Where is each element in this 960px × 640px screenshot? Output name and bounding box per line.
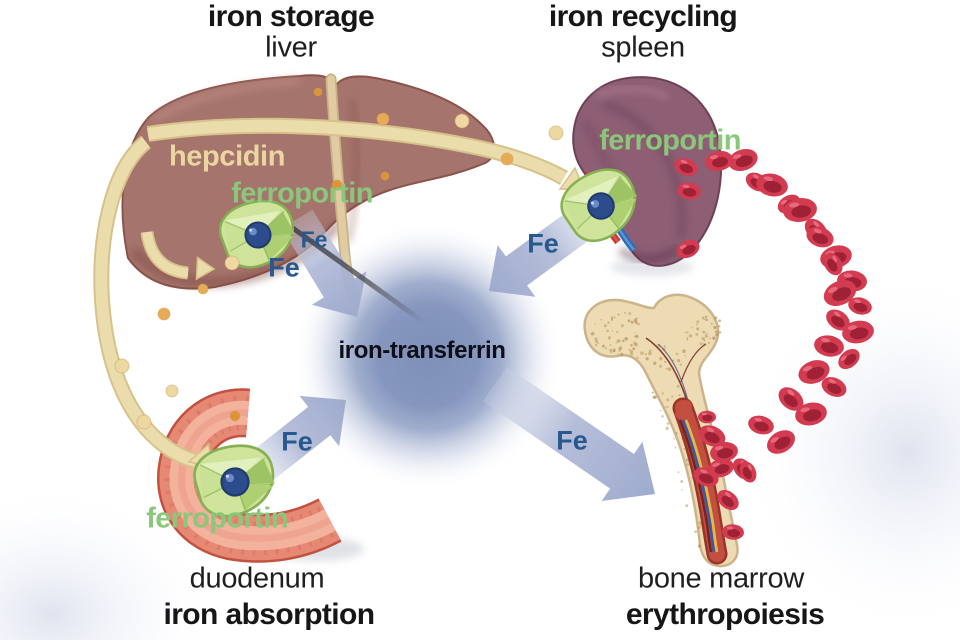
hepcidin-molecule-dot	[197, 283, 209, 295]
red-blood-cell	[756, 173, 788, 197]
section-title-erythropoiesis: erythropoiesis	[625, 598, 825, 631]
ferroportin-label-duodenum: ferroportin	[146, 502, 288, 535]
hepcidin-molecule-dot	[313, 87, 323, 97]
fe-label-duodenum: Fe	[281, 426, 313, 457]
hepcidin-molecule-dot	[165, 384, 179, 398]
hepcidin-molecule-dot	[548, 125, 564, 141]
red-blood-cell	[710, 442, 738, 462]
hepcidin-molecule-dot	[380, 171, 390, 181]
red-blood-cell	[717, 489, 739, 511]
marrow-canal	[672, 397, 728, 565]
duodenum-illustration	[157, 388, 342, 563]
hepcidin-molecule-dot	[114, 358, 130, 374]
red-blood-cell	[806, 226, 834, 248]
red-blood-cell	[698, 410, 716, 424]
hepcidin-molecule-dot	[157, 307, 171, 321]
hepcidin-molecule-dot	[331, 179, 343, 191]
fe-label-liver-uptake: Fe	[300, 226, 328, 253]
hepcidin-molecule-dot	[376, 112, 390, 126]
hepcidin-arrow-liver-release	[140, 230, 216, 281]
hepcidin-molecule-dot	[229, 410, 241, 422]
fe-arrow	[483, 366, 655, 501]
section-title-iron-absorption: iron absorption	[163, 598, 376, 631]
red-blood-cell	[783, 197, 817, 223]
red-blood-cell	[814, 335, 844, 357]
red-blood-cell	[705, 150, 733, 172]
red-blood-cell	[708, 458, 734, 478]
hepcidin-molecule-dot	[136, 414, 152, 430]
red-blood-cell	[795, 402, 827, 426]
organ-label-liver: liver	[265, 31, 317, 64]
red-blood-cell	[842, 320, 874, 344]
red-blood-cell	[698, 425, 726, 447]
red-blood-cells	[674, 148, 874, 540]
section-title-iron-storage: iron storage	[207, 0, 375, 33]
red-blood-cell	[748, 415, 774, 435]
bone-marrow-illustration	[583, 293, 739, 568]
fe-label-bone-marrow: Fe	[556, 425, 588, 456]
red-blood-cell	[739, 461, 757, 483]
fe-label-spleen: Fe	[527, 228, 559, 259]
red-blood-cell	[728, 148, 758, 172]
section-title-iron-recycling: iron recycling	[548, 0, 738, 33]
red-blood-cell	[823, 280, 857, 306]
red-blood-cell	[778, 387, 804, 411]
organ-label-duodenum: duodenum	[189, 562, 325, 595]
organ-label-bone-marrow: bone marrow	[638, 562, 804, 595]
hepcidin-molecule-dot	[454, 113, 470, 129]
red-blood-cell	[677, 182, 701, 200]
iron-transferrin-label: iron-transferrin	[338, 337, 506, 364]
ferroportin-label-liver: ferroportin	[231, 177, 373, 210]
red-blood-cell	[821, 377, 847, 397]
red-blood-cell	[798, 360, 830, 384]
red-blood-cell	[722, 524, 744, 540]
hepcidin-dots	[114, 87, 564, 430]
red-blood-cell	[848, 297, 872, 315]
red-blood-cell	[674, 158, 698, 176]
organ-label-spleen: spleen	[601, 31, 685, 64]
red-blood-cell	[823, 252, 843, 276]
red-blood-cell	[838, 348, 860, 370]
hepcidin-molecule-dot	[224, 255, 240, 271]
red-blood-cell	[766, 430, 796, 454]
fe-label-liver-export: Fe	[268, 252, 300, 283]
hepcidin-label: hepcidin	[168, 140, 286, 173]
red-blood-cell	[676, 239, 700, 259]
red-blood-cell	[826, 309, 850, 331]
hepcidin-molecule-dot	[500, 152, 514, 166]
ferroportin-label-spleen: ferroportin	[599, 124, 741, 157]
